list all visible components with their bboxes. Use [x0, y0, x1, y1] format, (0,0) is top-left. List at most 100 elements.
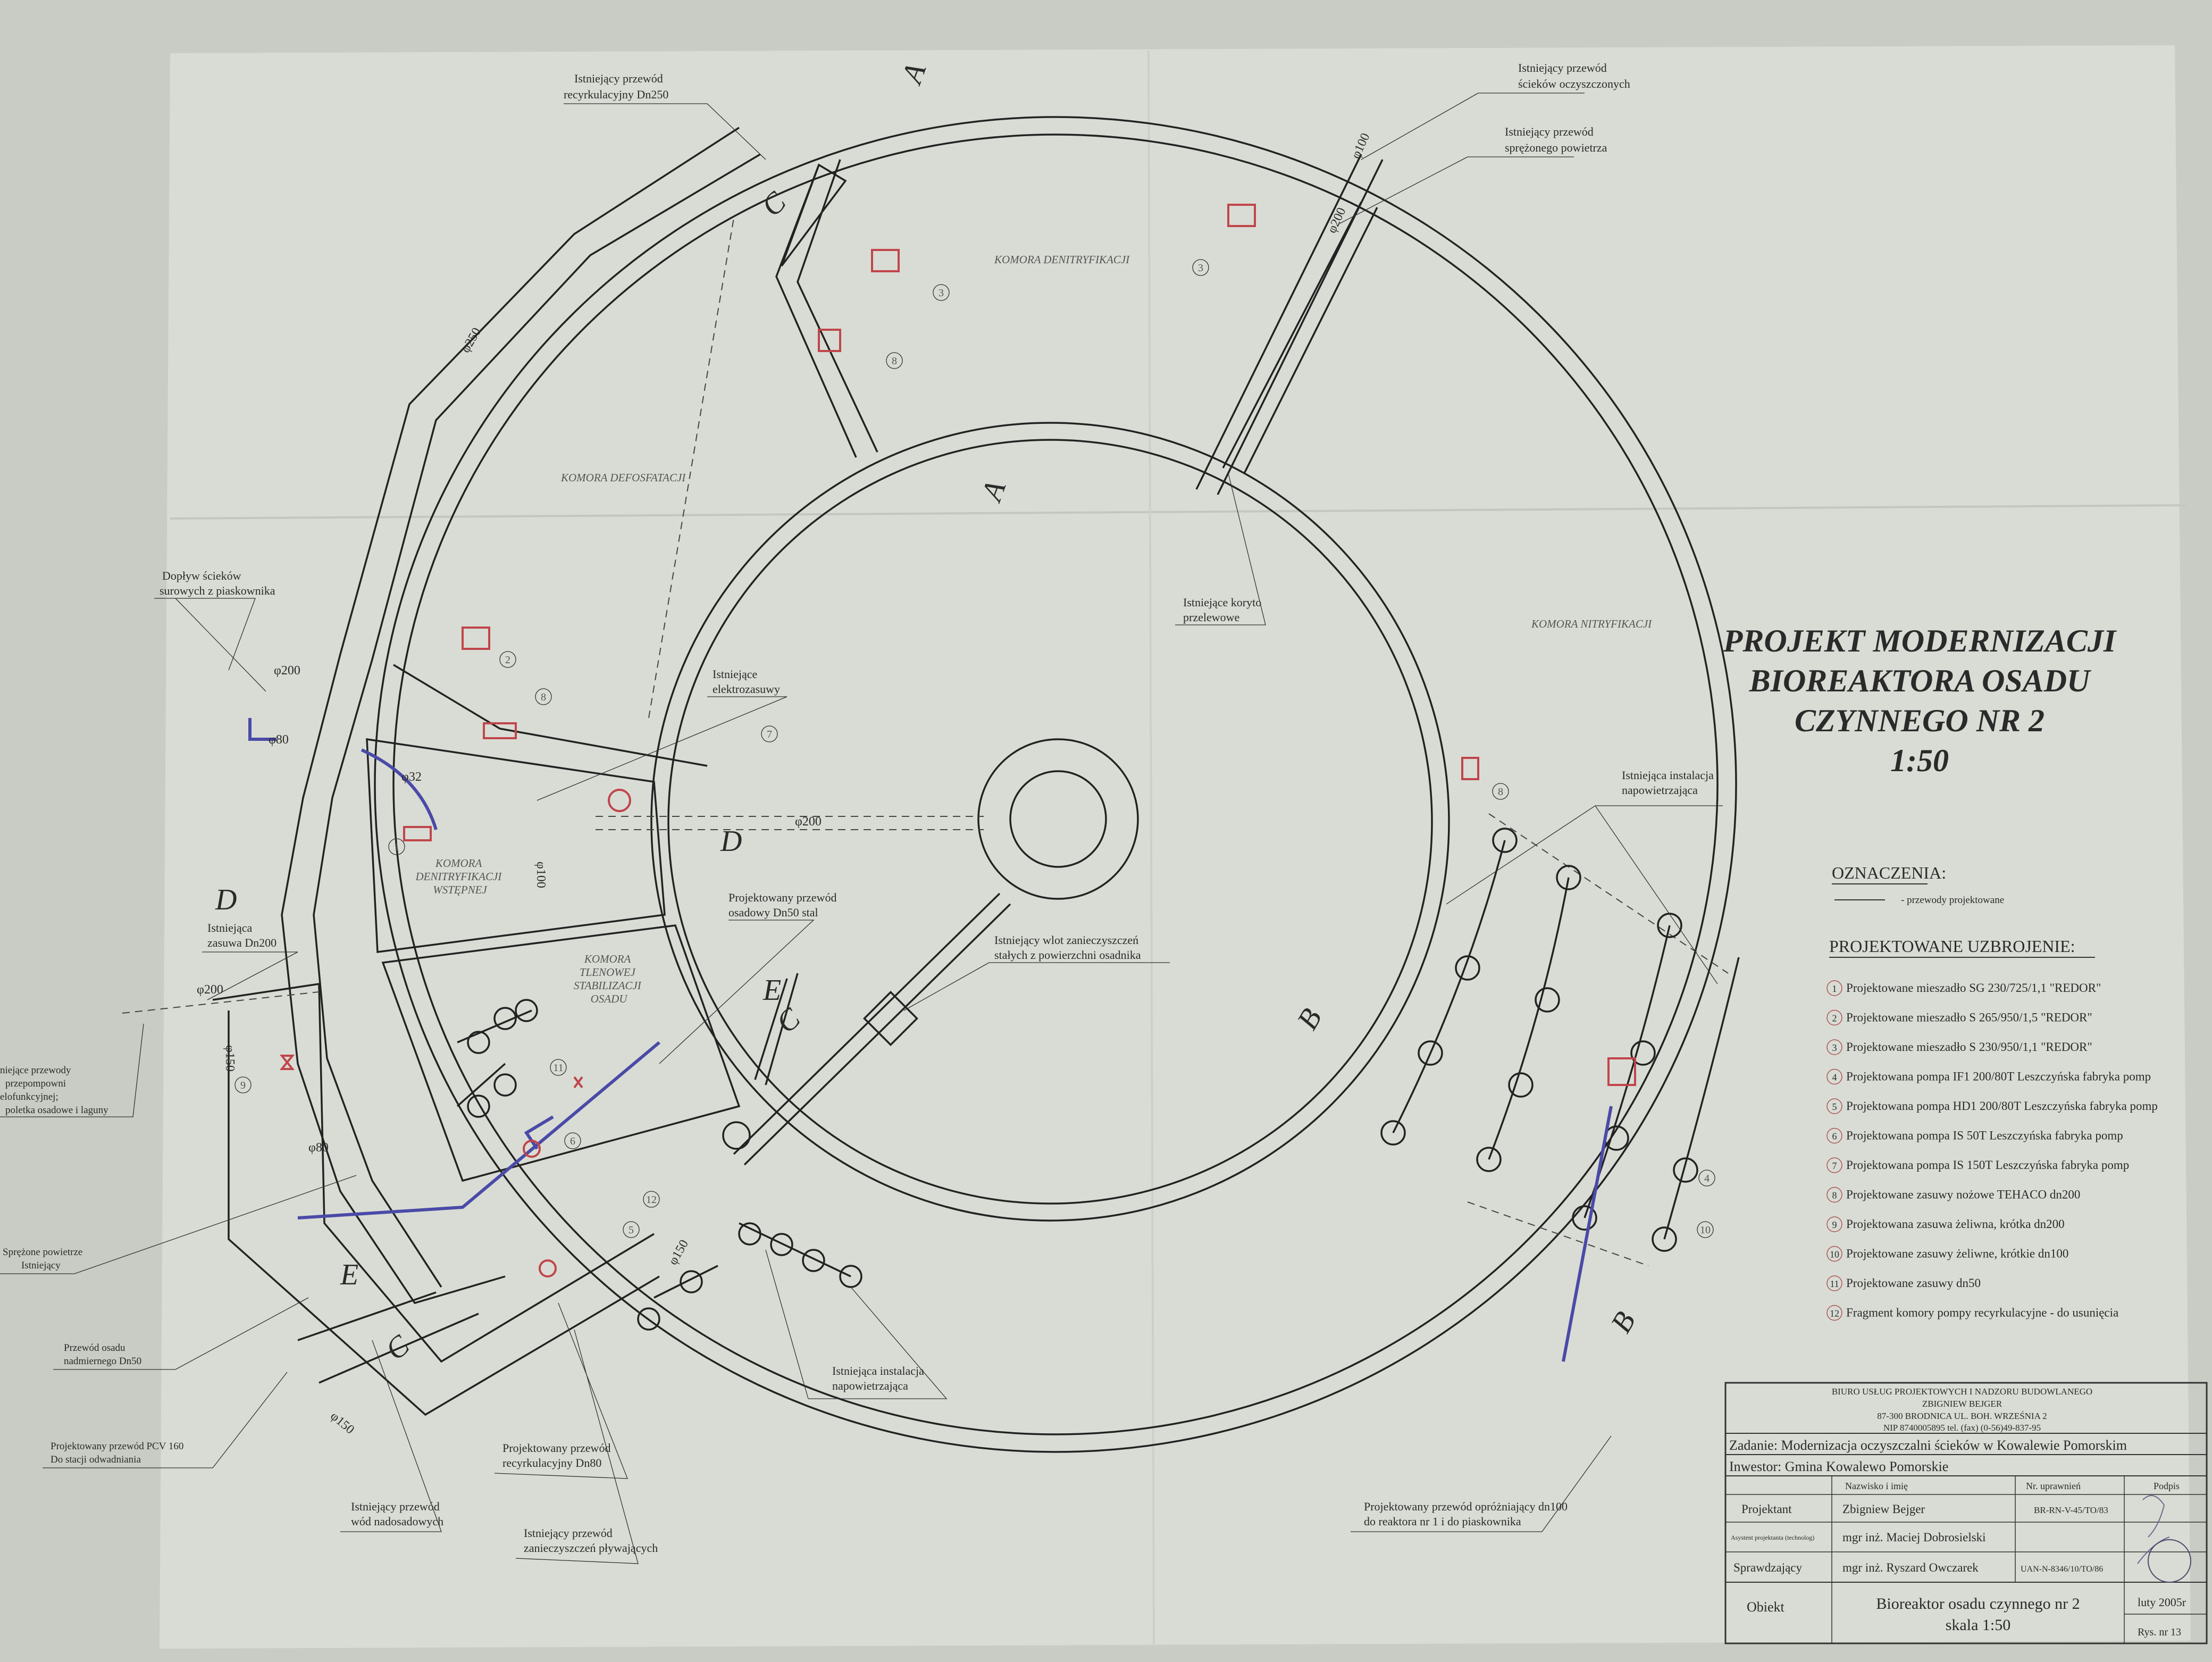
callout-bubble: 5	[623, 1221, 640, 1238]
object-label: Obiekt	[1747, 1599, 1785, 1615]
person-name: mgr inż. Maciej Dobrosielski	[1842, 1531, 1986, 1544]
pump-icon	[523, 1140, 541, 1158]
office-owner: ZBIGNIEW BEJGER	[1922, 1399, 2002, 1409]
legend-number: 5	[1832, 1101, 1837, 1112]
task: Zadanie: Modernizacja oczyszczalni ściek…	[1729, 1438, 2127, 1453]
svg-text:12: 12	[646, 1194, 657, 1206]
legend-text: Fragment komory pompy recyrkulacyjne - d…	[1846, 1306, 2118, 1319]
legend-text: Projektowana pompa HD1 200/80T Leszczyńs…	[1846, 1099, 2158, 1113]
callout-bubble: 12	[643, 1191, 660, 1208]
person-name: Zbigniew Bejger	[1842, 1502, 1925, 1516]
existing-pipes-dashed	[122, 218, 1729, 1266]
diameter-label: φ200	[795, 815, 822, 829]
diameter-label: φ100	[534, 862, 548, 888]
section-marker-e: E	[763, 974, 781, 1007]
legend-line-label: - przewody projektowane	[1901, 895, 2004, 906]
svg-text:4: 4	[1704, 1173, 1710, 1184]
callout-bubble: 6	[564, 1132, 581, 1149]
mixer-icon	[1227, 204, 1256, 227]
legend-text: Projektowana pompa IS 50T Leszczyńska fa…	[1846, 1129, 2123, 1142]
callout-bubble: 1	[388, 838, 405, 855]
header-license: Nr. uprawnień	[2026, 1481, 2081, 1491]
chamber-labels: KOMORA DENITRYFIKACJI KOMORA DEFOSFATACJ…	[415, 253, 1652, 1005]
callout-bubble: 8	[1492, 783, 1509, 800]
license-number: BR-RN-V-45/TO/83	[2034, 1505, 2108, 1515]
legend-number: 8	[1832, 1190, 1837, 1201]
header-name: Nazwisko i imię	[1845, 1481, 1908, 1491]
legend-text: Projektowana pompa IF1 200/80T Leszczyńs…	[1846, 1070, 2151, 1083]
chamber-label-dephosphatation: KOMORA DEFOSFATACJI	[560, 471, 686, 484]
role: Sprawdzający	[1733, 1561, 1802, 1574]
mixer-icon	[871, 249, 900, 272]
svg-text:3: 3	[939, 287, 944, 299]
reactor-outline	[374, 116, 1737, 1453]
drawing-scale: 1:50	[1890, 743, 1949, 778]
mixer-icon	[462, 627, 490, 650]
left-annex	[212, 127, 761, 1416]
central-column	[977, 738, 1139, 900]
svg-text:7: 7	[767, 729, 772, 740]
role: Asystent projektanta (technolog)	[1731, 1534, 1814, 1541]
title-line: BIOREAKTORA OSADU	[1749, 663, 2091, 698]
legend-number-circle	[1826, 1305, 1842, 1321]
diameter-label: φ32	[401, 770, 422, 784]
legend-text: Projektowane zasuwy żeliwne, krótkie dn1…	[1846, 1247, 2068, 1260]
legend-text: Projektowane zasuwy nożowe TEHACO dn200	[1846, 1188, 2080, 1201]
chamber-label-denitrification: KOMORA DENITRYFIKACJI	[994, 253, 1130, 266]
legend-number-circle	[1826, 980, 1842, 996]
legend-text: Projektowane zasuwy dn50	[1846, 1276, 1981, 1290]
fold-line	[1147, 50, 1155, 1647]
valve-icon	[279, 1055, 295, 1070]
legend-number: 12	[1830, 1308, 1839, 1319]
signature-stamp	[2137, 1495, 2191, 1583]
drawing-number: Rys. nr 13	[2138, 1626, 2181, 1638]
equipment-red	[279, 204, 1636, 1277]
svg-text:9: 9	[240, 1080, 246, 1091]
callout-bubble: 11	[550, 1059, 567, 1076]
legend-text: Projektowane mieszadło SG 230/725/1,1 "R…	[1846, 981, 2101, 995]
callout-bubble: 2	[499, 651, 516, 668]
legend-item: 10 Projektowane zasuwy żeliwne, krótkie d…	[1826, 1246, 2068, 1262]
callouts: 3 3 8 2 8 7 1 11 6 5 12 9 8 4 10	[234, 259, 1715, 1238]
legend-number: 7	[1832, 1160, 1837, 1171]
legend-number-circle	[1826, 1128, 1842, 1144]
svg-text:10: 10	[1700, 1224, 1711, 1236]
license-number: UAN-N-8346/10/TO/86	[2021, 1565, 2103, 1574]
svg-text:8: 8	[1498, 786, 1503, 798]
legend-number: 2	[1832, 1013, 1837, 1024]
diameter-label: φ150	[223, 1045, 237, 1072]
valve-icon	[573, 1076, 583, 1089]
pump-icon	[1607, 1057, 1636, 1086]
projected-pipes	[248, 718, 1613, 1362]
fold-line	[170, 504, 2186, 520]
svg-text:6: 6	[570, 1135, 575, 1147]
person-name: mgr inż. Ryszard Owczarek	[1842, 1561, 1979, 1574]
callout-bubble: 3	[1192, 259, 1209, 276]
legend-number: 4	[1832, 1072, 1837, 1083]
svg-text:8: 8	[892, 355, 897, 367]
aeration-grid	[456, 828, 1740, 1331]
title-block: BIURO USŁUG PROJEKTOWYCH I NADZORU BUDOW…	[1724, 1382, 2208, 1644]
knife-valve-icon	[483, 722, 517, 739]
pump-icon	[539, 1259, 557, 1277]
knife-valve-icon	[1461, 757, 1479, 780]
legend-number-circle	[1826, 1246, 1842, 1262]
legend-number: 10	[1830, 1249, 1839, 1260]
